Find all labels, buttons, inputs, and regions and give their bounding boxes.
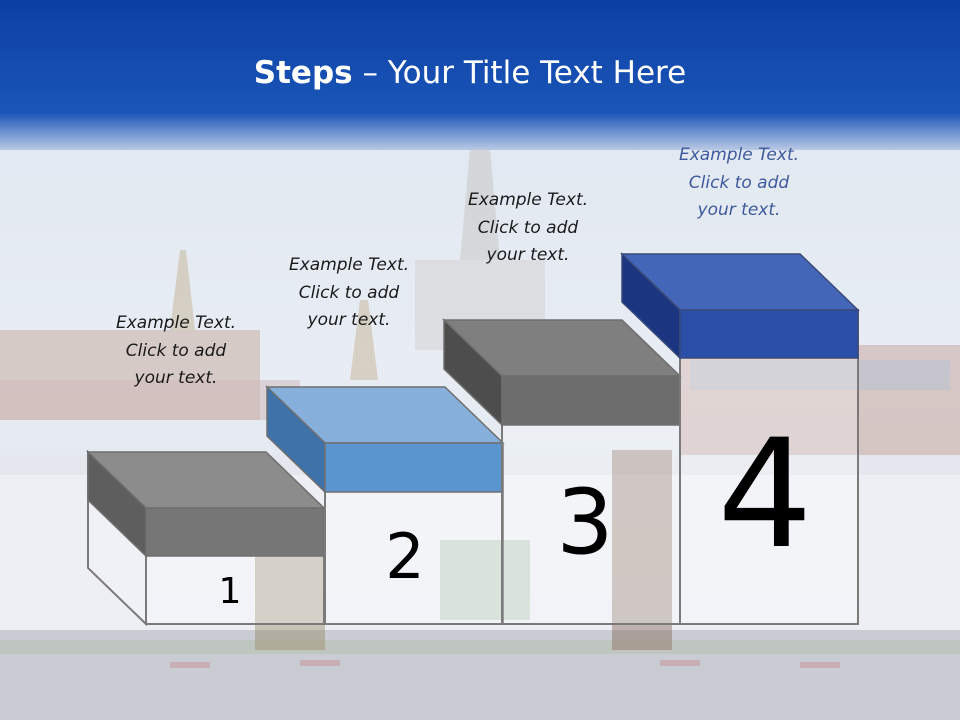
title-bold: Steps [253,55,353,91]
step-1-number: 1 [218,571,242,612]
step-2-caption-line-1: Example Text. [288,255,410,275]
step-3-number: 3 [556,470,614,575]
step-2-number: 2 [385,520,425,593]
step-3-shape[interactable] [442,318,682,625]
step-4-shape[interactable] [620,252,860,625]
step-1-caption-line-1: Example Text. [115,313,237,333]
step-1-caption-line-2: Click to add [125,340,227,361]
step-4-caption-line-1: Example Text. [678,145,800,165]
step-1-shape[interactable] [86,449,326,627]
slide-title[interactable]: Steps – Your Title Text Here [0,55,940,91]
step-4-caption[interactable]: Example Text. Click to add your text. [629,142,849,225]
step-1-caption-line-3: your text. [134,368,218,388]
step-3-caption-line-1: Example Text. [467,190,589,210]
step-2-caption-line-3: your text. [307,310,391,330]
title-rest: – Your Title Text Here [352,55,687,91]
step-4-number: 4 [717,408,813,582]
step-2-shape[interactable] [265,385,505,625]
step-4-caption-line-2: Click to add [688,172,790,193]
step-3-caption-line-3: your text. [486,245,570,265]
step-4-caption-line-3: your text. [697,200,781,220]
step-1-caption[interactable]: Example Text. Click to add your text. [66,310,286,393]
step-2-caption[interactable]: Example Text. Click to add your text. [239,252,459,335]
step-2-caption-line-2: Click to add [298,282,400,303]
step-3-caption-line-2: Click to add [477,217,579,238]
step-3-caption[interactable]: Example Text. Click to add your text. [418,187,638,270]
